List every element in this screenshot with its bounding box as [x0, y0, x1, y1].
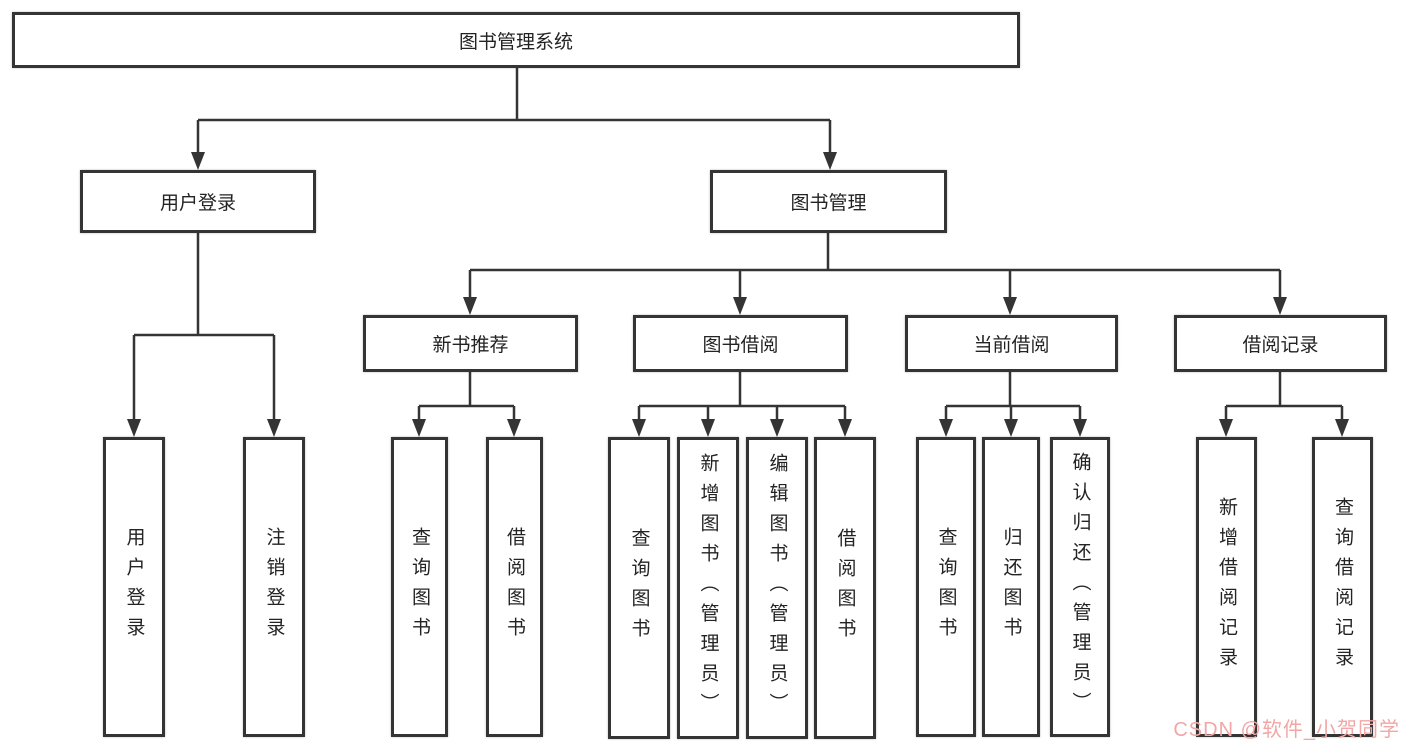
- node-borrow-records: 借阅记录: [1174, 315, 1387, 372]
- node-user-login: 用户登录: [80, 170, 316, 233]
- connector-current-borrow: [939, 372, 1087, 437]
- leaf-add-borrow-record: 新增借阅记录: [1196, 437, 1257, 737]
- connector-new-book: [412, 372, 521, 437]
- root-node-system: 图书管理系统: [12, 12, 1020, 68]
- leaf-query-books-borrow: 查询图书: [608, 437, 670, 739]
- leaf-query-books-current: 查询图书: [916, 437, 976, 737]
- leaf-query-borrow-record: 查询借阅记录: [1312, 437, 1373, 737]
- node-new-book-recommend: 新书推荐: [363, 315, 578, 372]
- leaf-query-books-recommend: 查询图书: [391, 437, 448, 737]
- leaf-borrow-books: 借阅图书: [814, 437, 876, 739]
- node-book-management: 图书管理: [710, 170, 947, 233]
- leaf-confirm-return-admin: 确认归还（管理员）: [1050, 437, 1110, 737]
- leaf-logout: 注销登录: [243, 437, 305, 737]
- leaf-add-book-admin: 新增图书（管理员）: [677, 437, 739, 739]
- leaf-user-login: 用户登录: [103, 437, 165, 737]
- connector-user-login: [127, 233, 281, 437]
- connector-book-management: [463, 233, 1287, 315]
- csdn-watermark: CSDN @软件_小贺同学: [1173, 719, 1400, 741]
- node-book-borrow: 图书借阅: [633, 315, 848, 372]
- connector-root: [191, 68, 837, 170]
- connector-borrow-records: [1219, 372, 1349, 437]
- leaf-return-book: 归还图书: [982, 437, 1040, 737]
- connector-book-borrow: [632, 372, 852, 437]
- node-current-borrow: 当前借阅: [905, 315, 1118, 372]
- leaf-edit-book-admin: 编辑图书（管理员）: [746, 437, 808, 739]
- leaf-borrow-books-recommend: 借阅图书: [486, 437, 543, 737]
